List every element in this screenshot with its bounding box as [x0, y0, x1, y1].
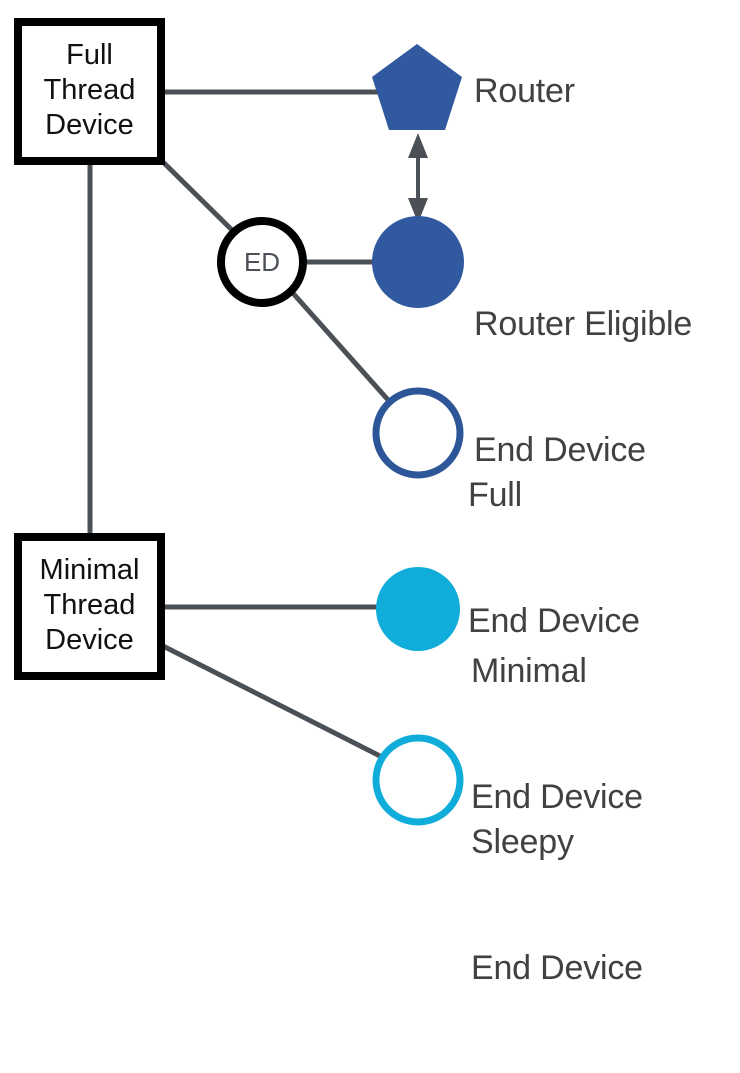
sleepy-end-device-label-line-1: Sleepy — [471, 823, 574, 861]
minimal-end-device-label-line-1: Minimal — [471, 652, 587, 690]
sleepy-end-device-label-line-2: End Device — [471, 949, 643, 987]
minimal-end-device-label-line-2: End Device — [471, 778, 643, 816]
full-thread-device-box[interactable] — [14, 18, 165, 165]
minimal-thread-device-box[interactable] — [14, 533, 165, 680]
full-end-device-label: Full End Device — [468, 390, 640, 726]
router-eligible-end-device-circle[interactable] — [372, 216, 464, 308]
router-eligible-end-device-label: Router Eligible End Device — [474, 219, 692, 555]
connector-ftd-to-ed — [161, 160, 237, 235]
minimal-end-device-circle[interactable] — [376, 567, 460, 651]
full-end-device-label-line-1: Full — [468, 476, 522, 514]
full-end-device-label-line-2: End Device — [468, 602, 640, 640]
double-arrow-router-reed — [408, 133, 428, 223]
full-thread-device-label: Full Thread Device — [43, 39, 136, 141]
thread-device-type-diagram: Full Thread Device Minimal Thread Device… — [14, 18, 693, 987]
minimal-end-device-label: Minimal End Device — [471, 566, 643, 902]
ed-node-circle[interactable] — [217, 217, 307, 307]
arrowhead-down-icon — [408, 198, 428, 223]
minimal-thread-device-label: Minimal Thread Device — [39, 554, 140, 656]
ed-node-label: ED — [243, 247, 281, 277]
connector-mtd-to-sleepy-end-device — [161, 643, 384, 760]
router-label: Router — [474, 72, 575, 110]
sleepy-end-device-circle[interactable] — [372, 734, 464, 826]
diagram-canvas — [14, 18, 464, 826]
router-eligible-end-device-label-line-2: End Device — [474, 431, 646, 469]
router-pentagon-shape[interactable] — [372, 44, 462, 130]
router-eligible-end-device-label-line-1: Router Eligible — [474, 305, 693, 343]
connector-lines — [87, 89, 391, 760]
full-end-device-circle[interactable] — [372, 387, 464, 479]
arrowhead-up-icon — [408, 133, 428, 158]
sleepy-end-device-label: Sleepy End Device — [471, 737, 643, 1073]
connector-ed-to-full-end-device — [289, 289, 391, 403]
